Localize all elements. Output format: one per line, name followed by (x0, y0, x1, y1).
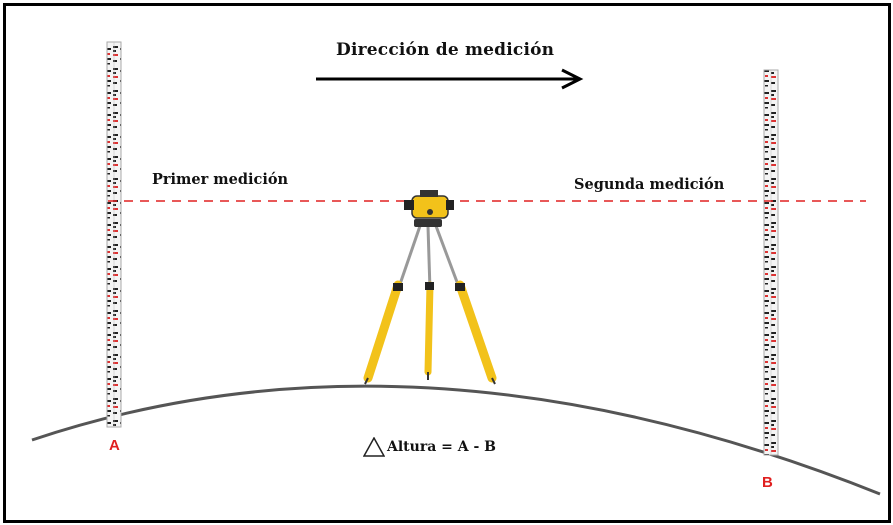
point-b-label: B (762, 474, 773, 491)
height-formula: Altura = A - B (363, 437, 496, 457)
diagram-frame (3, 3, 891, 523)
measurement-direction-title: Dirección de medición (336, 40, 555, 60)
level-instrument (404, 190, 454, 219)
tripod (363, 219, 497, 385)
point-a-label: A (109, 437, 120, 454)
leveling-staff-b (763, 69, 779, 456)
height-formula-text: Altura = A - B (387, 439, 497, 455)
ground-curve (31, 384, 881, 496)
leveling-staff-a (106, 41, 122, 428)
delta-triangle-icon (363, 437, 385, 457)
first-reading-label: Primer medición (152, 171, 289, 188)
direction-arrow (316, 68, 584, 90)
second-reading-label: Segunda medición (574, 176, 725, 193)
